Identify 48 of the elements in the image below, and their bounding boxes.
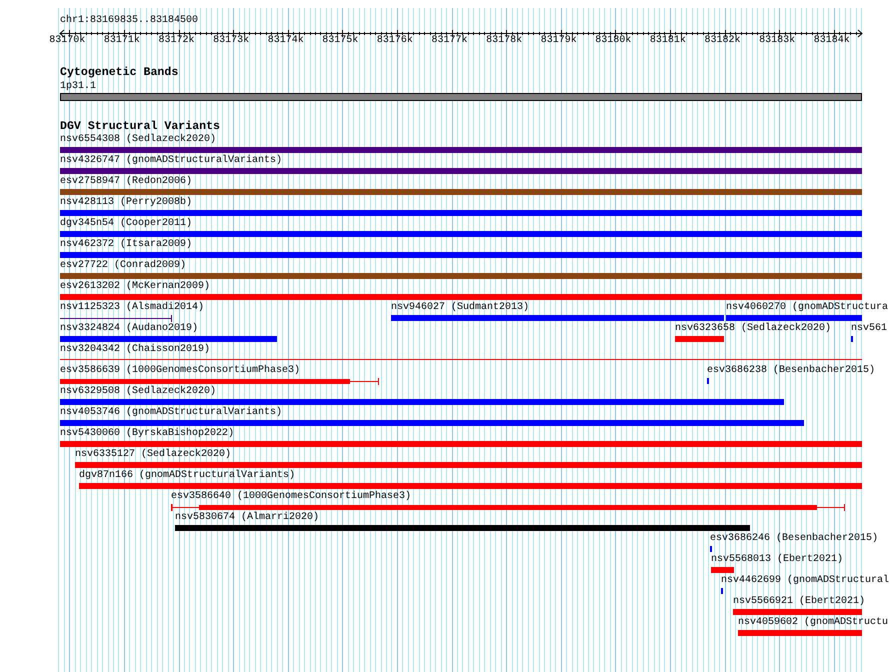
variant-label: nsv946027 (Sudmant2013) bbox=[391, 302, 530, 313]
variant-label: nsv4060270 (gnomADStructura bbox=[726, 302, 888, 313]
tick-label: 83181k bbox=[650, 35, 686, 46]
tick-label: 83173k bbox=[213, 35, 250, 46]
variant-label: nsv561 bbox=[851, 323, 888, 334]
band-label: 1p31.1 bbox=[60, 81, 96, 92]
tick-label: 83175k bbox=[322, 35, 358, 46]
variant-label: nsv6335127 (Sedlazeck2020) bbox=[75, 449, 232, 460]
track-title: Cytogenetic Bands bbox=[60, 67, 178, 79]
variant-label: esv3686246 (Besenbacher2015) bbox=[710, 533, 878, 544]
variant-label: nsv1125323 (Alsmadi2014) bbox=[60, 302, 204, 313]
tick-label: 83170k bbox=[49, 35, 86, 46]
tick-label: 83171k bbox=[104, 35, 140, 46]
variant-label: nsv4326747 (gnomADStructuralVariants) bbox=[60, 155, 282, 166]
variant-label: nsv5830674 (Almarri2020) bbox=[175, 512, 320, 523]
variant-label: nsv462372 (Itsara2009) bbox=[60, 239, 192, 250]
variant-label: nsv428113 (Perry2008b) bbox=[60, 197, 192, 208]
variant-label: nsv5566921 (Ebert2021) bbox=[733, 596, 866, 607]
variant-label: nsv3324824 (Audano2019) bbox=[60, 323, 198, 334]
variant-label: dgv345n54 (Cooper2011) bbox=[60, 218, 192, 229]
tick-label: 83178k bbox=[486, 35, 522, 46]
track-title: DGV Structural Variants bbox=[60, 121, 220, 133]
variant-label: nsv3204342 (Chaisson2019) bbox=[60, 344, 210, 355]
variant-label: esv2758947 (Redon2006) bbox=[60, 176, 192, 187]
region-label: chr1:83169835..83184500 bbox=[60, 15, 198, 26]
variant-label: esv3586639 (1000GenomesConsortiumPhase3) bbox=[60, 365, 300, 376]
variant-label: nsv4053746 (gnomADStructuralVariants) bbox=[60, 407, 282, 418]
variant-label: nsv5430060 (ByrskaBishop2022) bbox=[60, 428, 234, 439]
variant-label: dgv87n166 (gnomADStructuralVariants) bbox=[79, 470, 296, 481]
variant-label: esv27722 (Conrad2009) bbox=[60, 260, 186, 271]
tick-label: 83183k bbox=[759, 35, 796, 46]
variant-label: esv3586640 (1000GenomesConsortiumPhase3) bbox=[171, 491, 412, 502]
variant-label: esv3686238 (Besenbacher2015) bbox=[707, 365, 876, 376]
variant-label: nsv6329508 (Sedlazeck2020) bbox=[60, 386, 216, 397]
tick-label: 83180k bbox=[595, 35, 632, 46]
tick-label: 83182k bbox=[704, 35, 741, 46]
variant-label: esv2613202 (McKernan2009) bbox=[60, 281, 210, 292]
variant-label: nsv4462699 (gnomADStructural bbox=[721, 575, 890, 586]
tick-label: 83179k bbox=[540, 35, 577, 46]
variant-label: nsv4059602 (gnomADStructu bbox=[738, 617, 888, 628]
tick-label: 83177k bbox=[432, 35, 468, 46]
variant-label: nsv6323658 (Sedlazeck2020) bbox=[675, 323, 832, 334]
variant-label: nsv5568013 (Ebert2021) bbox=[711, 554, 844, 565]
tick-label: 83184k bbox=[814, 35, 850, 46]
tick-label: 83176k bbox=[376, 35, 413, 46]
tick-label: 83172k bbox=[158, 35, 195, 46]
variant-label: nsv6554308 (Sedlazeck2020) bbox=[60, 134, 216, 145]
tick-label: 83174k bbox=[268, 35, 304, 46]
